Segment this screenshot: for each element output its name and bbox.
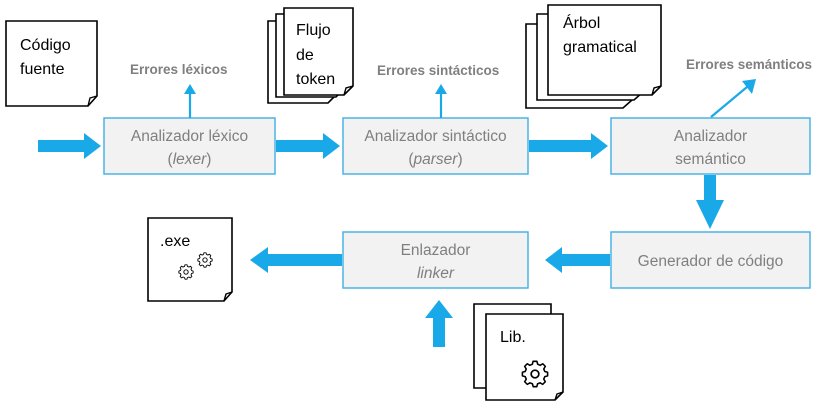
code-generator-name: Generador de código — [638, 253, 784, 270]
syntactic-errors-label: Errores sintácticos — [377, 63, 499, 78]
arrow-parser-to-semantic — [529, 133, 608, 159]
arrow-codegen-to-linker — [545, 247, 610, 273]
semantic-analyzer-line2: semántico — [675, 151, 746, 168]
source-code-label-line2: fuente — [20, 61, 65, 78]
executable-label: .exe — [160, 233, 190, 250]
library-label: Lib. — [500, 329, 526, 346]
token-stream-label-line2: de — [296, 47, 314, 64]
token-stream-documents: Flujo de token — [267, 7, 354, 104]
lexical-errors-label: Errores léxicos — [130, 62, 228, 77]
executable-document: .exe — [147, 217, 233, 302]
arrow-linker-to-executable — [250, 247, 342, 273]
arrow-lexer-to-parser — [276, 133, 340, 159]
source-code-document: Código fuente — [5, 20, 98, 107]
source-code-label-line1: Código — [20, 37, 71, 54]
semantic-errors-label: Errores semánticos — [686, 57, 812, 72]
syntax-tree-documents: Árbol gramatical — [525, 4, 662, 109]
parser-alias: (parser) — [408, 151, 462, 168]
arrow-semantic-to-codegen — [696, 175, 724, 229]
syntactic-error-arrow — [435, 84, 447, 118]
parser-alias-text: parser — [413, 151, 459, 168]
lexer-box: Analizador léxico (lexer) — [103, 117, 276, 175]
token-stream-label-line1: Flujo — [296, 22, 331, 39]
syntax-tree-label-line2: gramatical — [563, 39, 637, 56]
parser-name: Analizador sintáctico — [364, 128, 506, 145]
lexical-error-arrow — [184, 84, 196, 118]
semantic-error-arrow — [710, 79, 756, 118]
lexer-alias: (lexer) — [168, 151, 212, 168]
lexer-alias-text: lexer — [173, 151, 207, 168]
arrow-input-to-lexer — [38, 133, 101, 159]
syntax-tree-label-line1: Árbol — [563, 13, 600, 32]
arrow-library-to-linker — [425, 300, 453, 347]
linker-alias-text: linker — [417, 265, 455, 282]
token-stream-label-line3: token — [296, 71, 335, 88]
semantic-analyzer-line1: Analizador — [674, 128, 747, 145]
semantic-analyzer-box: Analizador semántico — [610, 117, 811, 175]
parser-box: Analizador sintáctico (parser) — [342, 117, 529, 175]
library-documents: Lib. — [473, 303, 564, 401]
code-generator-box: Generador de código — [610, 231, 811, 289]
linker-box: Enlazador linker — [342, 231, 529, 289]
linker-alias: linker — [417, 265, 455, 282]
lexer-name: Analizador léxico — [131, 128, 248, 145]
linker-name: Enlazador — [401, 242, 471, 259]
